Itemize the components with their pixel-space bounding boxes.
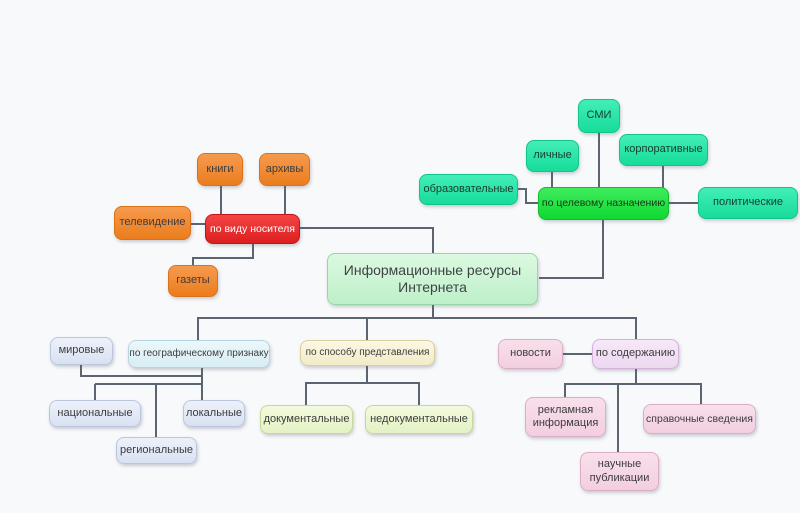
branch-by-geography[interactable]: по географическому признаку bbox=[128, 340, 270, 368]
node-smi[interactable]: СМИ bbox=[578, 99, 620, 133]
node-educational[interactable]: образовательные bbox=[419, 174, 518, 205]
connector-content-children bbox=[564, 368, 702, 453]
central-topic[interactable]: Информационные ресурсы Интернета bbox=[327, 253, 538, 305]
node-national[interactable]: национальные bbox=[49, 400, 141, 427]
connector-purpose-central bbox=[539, 219, 604, 279]
connector-educational bbox=[517, 188, 539, 204]
node-world[interactable]: мировые bbox=[50, 337, 113, 365]
branch-by-content[interactable]: по содержанию bbox=[592, 339, 679, 369]
node-science[interactable]: научные публикации bbox=[580, 452, 659, 491]
node-documentary[interactable]: документальные bbox=[260, 405, 353, 434]
node-reference[interactable]: справочные сведения bbox=[643, 404, 756, 434]
node-nondocumentary[interactable]: недокументальные bbox=[365, 405, 473, 434]
node-political[interactable]: политические bbox=[698, 187, 798, 219]
node-newspapers[interactable]: газеты bbox=[168, 265, 218, 297]
node-regional[interactable]: региональные bbox=[116, 437, 197, 464]
connector-newspapers bbox=[192, 243, 254, 266]
connector-bottom-bus bbox=[197, 317, 637, 341]
branch-by-medium[interactable]: по виду носителя bbox=[205, 214, 300, 244]
node-archives[interactable]: архивы bbox=[259, 153, 310, 186]
node-corporate[interactable]: корпоративные bbox=[619, 134, 708, 166]
node-tv[interactable]: телевидение bbox=[114, 206, 191, 240]
connector-world bbox=[80, 364, 202, 377]
node-ads[interactable]: рекламная информация bbox=[525, 397, 606, 437]
node-local[interactable]: локальные bbox=[183, 400, 245, 427]
connector-representation-children bbox=[305, 365, 420, 406]
node-personal[interactable]: личные bbox=[526, 140, 579, 172]
connector-medium-central bbox=[299, 227, 434, 254]
branch-by-purpose[interactable]: по целевому назначению bbox=[538, 187, 669, 220]
node-books[interactable]: книги bbox=[197, 153, 243, 186]
node-news[interactable]: новости bbox=[498, 339, 563, 369]
branch-by-representation[interactable]: по способу представления bbox=[300, 340, 435, 366]
